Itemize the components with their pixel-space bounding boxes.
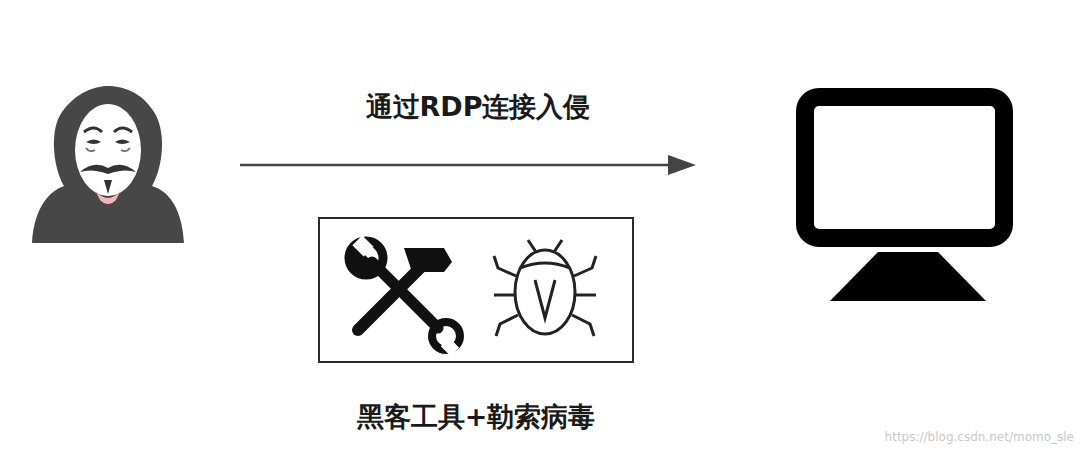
- tool-box: 黑客工具+勒索病毒: [318, 217, 634, 363]
- bug-icon: [494, 240, 596, 336]
- monitor-figure: [805, 97, 1004, 301]
- box-caption: 黑客工具+勒索病毒: [357, 399, 596, 435]
- hacker-figure: [32, 86, 184, 243]
- tools-icon: [348, 235, 460, 356]
- intrusion-arrow: [240, 155, 696, 175]
- watermark: https://blog.csdn.net/momo_sle: [885, 430, 1074, 444]
- arrow-label: 通过RDP连接入侵: [366, 89, 591, 125]
